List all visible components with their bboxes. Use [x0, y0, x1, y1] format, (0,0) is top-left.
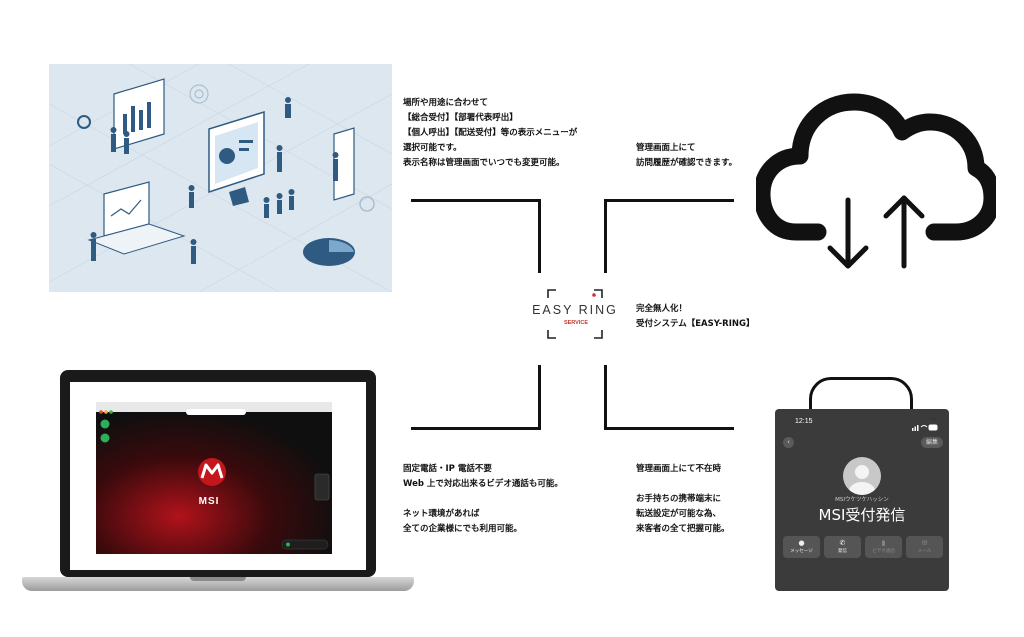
text-line: 来客者の全て把握可能。: [636, 524, 730, 534]
logo-wordmark: EASY RING: [532, 303, 618, 317]
isometric-office-graphic: [49, 64, 392, 292]
text-line: 【個人呼出】【配送受付】等の表示メニューが: [403, 128, 578, 138]
feature-text-forwarding: 管理画面上にて不在時 お手持ちの携帯端末に 転送設定が可能な為、 来客者の全て把…: [636, 462, 730, 537]
connector-line: [538, 365, 541, 429]
connector-line: [411, 199, 541, 202]
battery-level: 96: [930, 418, 937, 423]
laptop-device: MSI: [22, 370, 414, 602]
text-line: 表示名称は管理画面でいつでも変更可能。: [403, 158, 565, 168]
side-button-icon[interactable]: [100, 433, 110, 443]
feature-text-video-call: 固定電話・IP 電話不要 Web 上で対応出来るビデオ通話も可能。 ネット環境が…: [403, 462, 563, 537]
logo-frame-corners: [547, 289, 603, 339]
caller-subtitle: MSIウケツケハッシン: [835, 497, 889, 503]
call-button[interactable]: ✆ 発信: [824, 536, 861, 558]
text-line: 管理画面上にて不在時: [636, 464, 722, 474]
cloud-sync-icon: [753, 62, 1001, 270]
text-line: 場所や用途に合わせて: [403, 98, 489, 108]
text-line: 【総合受付】【部署代表呼出】: [403, 113, 518, 123]
avatar: [843, 457, 881, 495]
text-line: ネット環境があれば: [403, 509, 480, 519]
mail-icon: ✉: [921, 539, 928, 547]
message-button[interactable]: ● メッセージ: [783, 536, 820, 558]
mail-button[interactable]: ✉ メール: [906, 536, 943, 558]
connector-line: [604, 427, 734, 430]
text-line: 選択可能です。: [403, 143, 462, 153]
button-label: ビデオ通話: [872, 549, 895, 554]
edit-button[interactable]: 編集: [921, 437, 943, 448]
button-label: メッセージ: [790, 549, 813, 554]
text-line: 受付システム【EASY-RING】: [636, 319, 755, 329]
business-illustration: [49, 64, 392, 292]
msi-emblem-icon: [198, 458, 226, 486]
connector-line: [604, 365, 607, 429]
text-line: [403, 492, 563, 507]
text-line: 全ての企業様にでも利用可能。: [403, 524, 523, 534]
feature-text-unmanned: 完全無人化！ 受付システム【EASY-RING】: [636, 302, 754, 332]
text-line: 管理画面上にて: [636, 143, 696, 153]
laptop-base: [22, 577, 414, 591]
text-line: 固定電話・IP 電話不要: [403, 464, 492, 474]
connector-line: [538, 199, 541, 273]
text-line: [636, 477, 730, 492]
message-icon: ●: [798, 539, 805, 547]
text-line: 訪問履歴が確認できます。: [636, 158, 738, 168]
phone-icon: ✆: [839, 539, 846, 547]
text-line: 完全無人化！: [636, 304, 688, 314]
laptop-brand-text: MSI: [198, 496, 220, 507]
side-panel-tab[interactable]: [314, 473, 330, 501]
video-call-button[interactable]: ▮ ビデオ通話: [865, 536, 902, 558]
chevron-left-icon[interactable]: ‹: [783, 437, 794, 448]
logo-red-dot: [592, 293, 596, 297]
address-bar[interactable]: [186, 409, 246, 415]
status-icons: 96: [912, 417, 938, 431]
text-line: お手持ちの携帯端末に: [636, 494, 722, 504]
connector-line: [604, 199, 607, 273]
connector-line: [411, 427, 541, 430]
caller-name: MSI受付発信: [818, 506, 906, 524]
laptop-notch: [190, 577, 246, 581]
side-button-icon[interactable]: [100, 419, 110, 429]
smartphone-device: 12:15 96 ‹ 編集 MSIウケツケハッシン MSI受付発信 ● メッセー…: [775, 377, 949, 591]
browser-toolbar: [96, 402, 332, 415]
connector-line: [604, 199, 734, 202]
easy-ring-logo: EASY RING SERVICE: [532, 286, 618, 342]
status-time: 12:15: [795, 418, 813, 425]
person-icon: [849, 465, 875, 495]
incoming-call-screen: [775, 409, 949, 591]
feature-text-history: 管理画面上にて 訪問履歴が確認できます。: [636, 141, 737, 171]
button-label: メール: [917, 549, 932, 554]
feature-text-menu: 場所や用途に合わせて 【総合受付】【部署代表呼出】 【個人呼出】【配送受付】等の…: [403, 96, 577, 171]
video-call-app: [96, 402, 332, 554]
call-action-buttons: ● メッセージ ✆ 発信 ▮ ビデオ通話 ✉ メール: [783, 536, 943, 558]
video-icon: ▮: [881, 539, 886, 547]
button-label: 発信: [838, 549, 847, 554]
browser-controls: [99, 409, 246, 415]
text-line: 転送設定が可能な為、: [636, 509, 722, 519]
logo-service-label: SERVICE: [563, 320, 589, 326]
call-status-pill: [281, 539, 329, 550]
text-line: Web 上で対応出来るビデオ通話も可能。: [403, 479, 563, 489]
